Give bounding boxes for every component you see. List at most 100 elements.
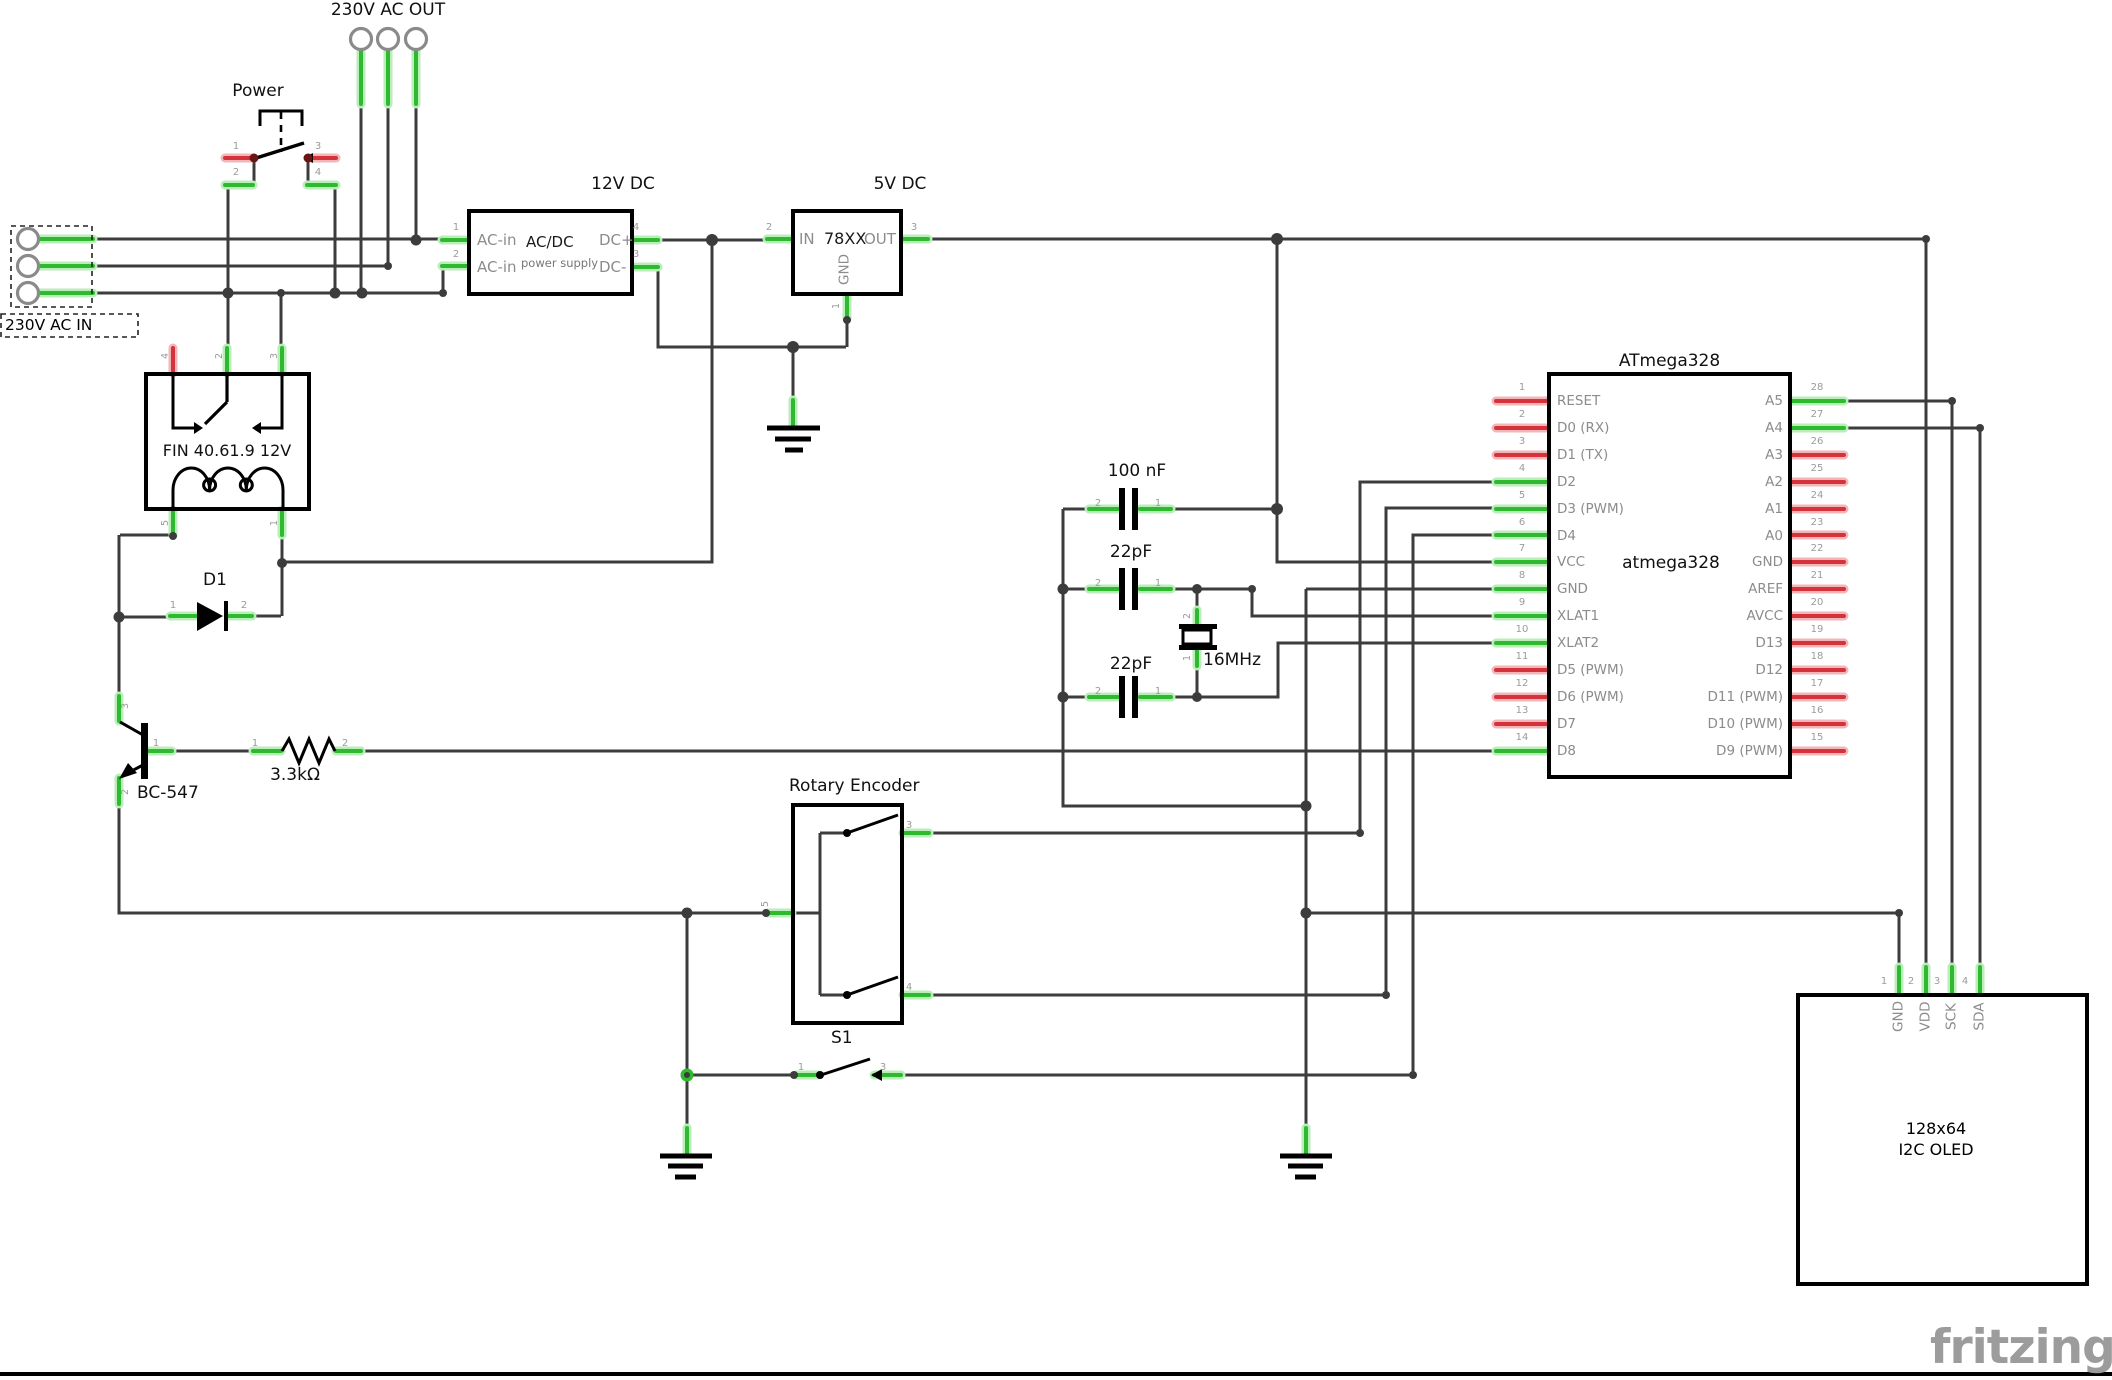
atmega-pin-number: 22 bbox=[1810, 543, 1824, 555]
atmega-pin-number: 3 bbox=[1518, 435, 1526, 447]
atmega-pin-label: A1 bbox=[1765, 500, 1783, 517]
resistor-value[interactable]: 3.3kΩ bbox=[270, 765, 320, 785]
reg-pin3-number: 3 bbox=[910, 222, 918, 233]
psu-pin1-number: 1 bbox=[452, 222, 460, 233]
oled-pin2-label: VDD bbox=[1917, 1001, 1934, 1032]
cap3-pin1-number: 1 bbox=[1154, 686, 1162, 697]
atmega-pin-number: 26 bbox=[1810, 435, 1824, 447]
atmega-pin-number: 14 bbox=[1515, 731, 1529, 743]
relay-pin3-number: 3 bbox=[269, 352, 280, 360]
psu-pin2-number: 2 bbox=[452, 249, 460, 260]
transistor-pin2-number: 2 bbox=[120, 788, 131, 796]
psu-pin3-number: 3 bbox=[632, 249, 640, 260]
diode-name[interactable]: D1 bbox=[203, 570, 227, 590]
atmega-pin-label: D12 bbox=[1755, 662, 1783, 678]
crystal-pin1-number: 1 bbox=[1182, 654, 1193, 662]
atmega-pin-label: A2 bbox=[1765, 473, 1783, 490]
atmega-pin-label: D9 (PWM) bbox=[1716, 742, 1783, 759]
reg-out-label: OUT bbox=[864, 230, 896, 248]
ac-out-connector[interactable] bbox=[348, 26, 429, 52]
cap2-pin1-number: 1 bbox=[1154, 578, 1162, 589]
ac-in-connector[interactable] bbox=[15, 226, 41, 306]
cap2-value[interactable]: 22pF bbox=[1109, 542, 1153, 562]
power-sw-pin4-number: 4 bbox=[314, 167, 322, 178]
wire-junctions bbox=[113, 233, 1984, 1079]
atmega-pin-number: 25 bbox=[1810, 462, 1824, 474]
atmega-pin-label: VCC bbox=[1557, 554, 1586, 571]
atmega-pin-number: 8 bbox=[1518, 570, 1526, 582]
atmega-pin-label: A4 bbox=[1765, 419, 1783, 436]
s1-switch-symbol[interactable] bbox=[816, 1057, 882, 1081]
s1-name[interactable]: S1 bbox=[831, 1028, 853, 1048]
atmega-pin-label: A5 bbox=[1765, 393, 1783, 409]
regulator-box[interactable] bbox=[791, 209, 903, 296]
cap1-value[interactable]: 100 nF bbox=[1107, 461, 1167, 481]
power-switch-symbol[interactable] bbox=[249, 109, 314, 163]
diode-pin1-number: 1 bbox=[169, 600, 177, 611]
psu-acin2-label: AC-in bbox=[477, 258, 517, 276]
resistor-pin2-number: 2 bbox=[341, 738, 349, 749]
atmega-pin-number: 24 bbox=[1810, 489, 1824, 501]
unconnected-pin-stubs[interactable] bbox=[171, 156, 1846, 753]
atmega-pin-number: 4 bbox=[1518, 462, 1526, 474]
atmega-pin-label: D10 (PWM) bbox=[1707, 715, 1783, 732]
atmega-pin-number: 17 bbox=[1810, 677, 1824, 689]
atmega-pin-label: GND bbox=[1752, 554, 1783, 571]
atmega-pin-number: 11 bbox=[1515, 651, 1529, 662]
atmega-pin-number: 13 bbox=[1515, 704, 1529, 716]
ac-out-net-label[interactable]: 230V AC OUT bbox=[330, 0, 446, 20]
atmega-pin-label: D11 (PWM) bbox=[1707, 688, 1783, 705]
atmega-pin-number: 7 bbox=[1518, 543, 1526, 555]
psu-dcplus-label: DC+ bbox=[599, 231, 634, 249]
cap2-pin2-number: 2 bbox=[1094, 578, 1102, 589]
encoder-name[interactable]: Rotary Encoder bbox=[789, 776, 920, 796]
psu-pin4-number: 4 bbox=[632, 222, 640, 233]
reg-gnd-label: GND bbox=[836, 254, 853, 285]
connected-pin-stubs[interactable] bbox=[38, 49, 1982, 1156]
s1-pin3-number: 3 bbox=[879, 1062, 887, 1073]
relay-pin4-number: 4 bbox=[160, 352, 171, 360]
atmega-title[interactable]: ATmega328 bbox=[1618, 351, 1721, 371]
acdc-psu-box[interactable] bbox=[467, 209, 634, 296]
cap3-pin2-number: 2 bbox=[1094, 686, 1102, 697]
resistor-symbol[interactable] bbox=[280, 735, 337, 767]
atmega-box[interactable] bbox=[1547, 372, 1792, 779]
crystal-symbol[interactable] bbox=[1179, 624, 1217, 650]
ground-symbols[interactable] bbox=[660, 425, 1332, 1180]
atmega-pin-label: XLAT1 bbox=[1557, 608, 1600, 625]
bottom-border bbox=[0, 1372, 2112, 1376]
ac-in-net-label[interactable]: 230V AC IN bbox=[5, 316, 93, 334]
resistor-pin1-number: 1 bbox=[251, 738, 259, 749]
fritzing-logo: fritzing bbox=[1930, 1320, 2112, 1375]
crystal-value[interactable]: 16MHz bbox=[1203, 650, 1262, 670]
cap3-value[interactable]: 22pF bbox=[1109, 654, 1153, 674]
power-sw-pin3-number: 3 bbox=[314, 141, 322, 152]
transistor-name[interactable]: BC-547 bbox=[137, 783, 199, 803]
atmega-pin-number: 27 bbox=[1810, 408, 1824, 420]
reg-name[interactable]: 78XX bbox=[824, 229, 867, 248]
power-switch-label[interactable]: Power bbox=[232, 81, 284, 101]
psu-name[interactable]: AC/DC bbox=[526, 233, 574, 251]
oled-box[interactable] bbox=[1796, 993, 2089, 1286]
atmega-pin-number: 1 bbox=[1518, 382, 1526, 393]
reg-in-label: IN bbox=[799, 230, 815, 248]
capacitor-symbols[interactable] bbox=[1119, 488, 1138, 718]
psu-acin1-label: AC-in bbox=[477, 231, 517, 249]
reg-output-label: 5V DC bbox=[873, 174, 927, 194]
relay-pin5-number: 5 bbox=[160, 519, 171, 527]
rotary-encoder-symbol[interactable] bbox=[791, 803, 904, 1025]
relay-name[interactable]: FIN 40.61.9 12V bbox=[162, 441, 292, 460]
transistor-symbol[interactable] bbox=[119, 720, 148, 779]
atmega-inner-label: atmega328 bbox=[1622, 553, 1720, 573]
oled-type-label: I2C OLED bbox=[1898, 1140, 1974, 1159]
atmega-pin-label: D1 (TX) bbox=[1557, 446, 1609, 463]
psu-dcminus-label: DC- bbox=[599, 258, 627, 276]
diode-symbol[interactable] bbox=[197, 601, 228, 631]
relay-symbol[interactable] bbox=[144, 372, 311, 511]
atmega-pin-label: D7 bbox=[1557, 715, 1576, 732]
atmega-pin-label: A3 bbox=[1765, 446, 1783, 463]
oled-pin3-label: SCK bbox=[1943, 1003, 1960, 1030]
oled-size-label: 128x64 bbox=[1905, 1119, 1967, 1138]
